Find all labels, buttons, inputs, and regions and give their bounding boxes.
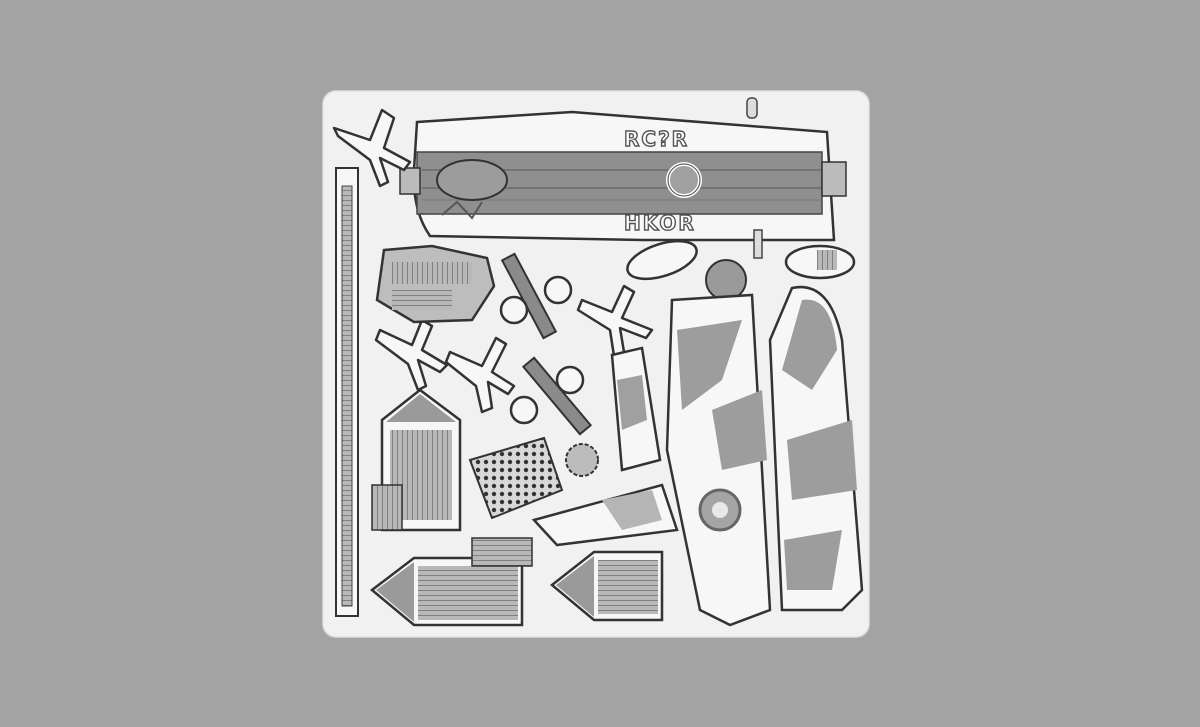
carrier-flight-deck: RC?R HKOR	[399, 97, 847, 259]
grid-mesh-plate	[468, 436, 599, 520]
narrow-camo-panel	[610, 346, 662, 472]
camouflage-wing-panels	[665, 285, 864, 627]
photo-etch-fret: RC?R HKOR	[322, 90, 870, 638]
long-mast-strip	[335, 167, 359, 617]
wedge-panel	[531, 483, 679, 547]
propeller-rotors	[499, 252, 593, 436]
hangar-block	[375, 244, 496, 324]
fret-artwork: RC?R HKOR	[332, 97, 864, 627]
small-oval-parts	[626, 239, 856, 301]
pointed-deck-plates	[369, 388, 664, 627]
deck-marking-top: RC?R	[624, 127, 689, 151]
deck-marking-bottom: HKOR	[624, 211, 696, 235]
aircraft-silhouettes	[332, 108, 654, 414]
